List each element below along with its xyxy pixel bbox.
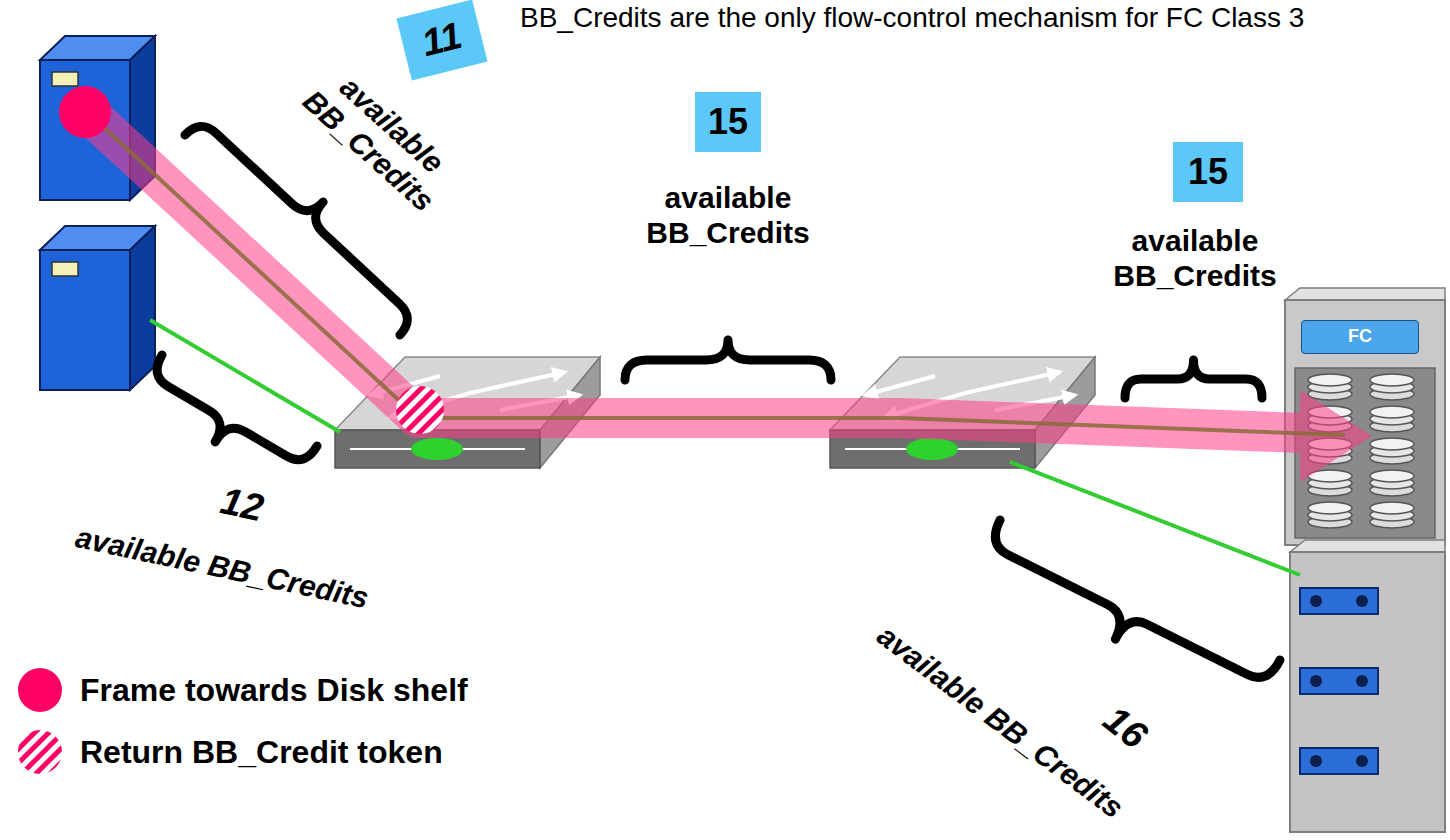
credit-count-badge: 15 bbox=[695, 92, 761, 152]
tape-top bbox=[1290, 540, 1445, 552]
curly-brace bbox=[138, 355, 317, 487]
legend-text: Return BB_Credit token bbox=[80, 734, 443, 771]
legend-token-sample bbox=[18, 730, 62, 774]
node-text: FC bbox=[1348, 327, 1372, 347]
legend-row: Return BB_Credit token bbox=[18, 730, 443, 774]
credit-count: 12 bbox=[217, 479, 267, 531]
switch-arrow bbox=[865, 376, 935, 395]
switch-fabric bbox=[906, 438, 958, 460]
curly-brace bbox=[625, 340, 831, 380]
credit-caption: available BB_Credits bbox=[286, 49, 473, 227]
tape-cartridge bbox=[1300, 588, 1378, 614]
node-text: 15 bbox=[1188, 152, 1228, 192]
switch-arrow bbox=[965, 372, 1060, 393]
disk-stack bbox=[1308, 470, 1352, 496]
fc-link bbox=[1010, 462, 1300, 575]
switch-arrow bbox=[470, 372, 565, 393]
node-text: 15 bbox=[708, 102, 748, 142]
tape-reel bbox=[1356, 675, 1368, 687]
node-text: 11 bbox=[418, 15, 466, 65]
tape-library bbox=[1290, 540, 1445, 832]
switch-fabric bbox=[411, 438, 463, 460]
slide-title: BB_Credits are the only flow-control mec… bbox=[520, 2, 1450, 34]
tape-reel bbox=[1356, 595, 1368, 607]
tape-reel bbox=[1310, 755, 1322, 767]
frame-path-core bbox=[85, 110, 1345, 435]
legend-row: Frame towards Disk shelf bbox=[18, 668, 468, 712]
credit-count: 16 bbox=[1095, 698, 1155, 758]
credit-count-badge: 15 bbox=[1173, 142, 1243, 202]
frame-path-band bbox=[85, 110, 1372, 482]
curly-brace bbox=[975, 520, 1280, 709]
legend-text: Frame towards Disk shelf bbox=[80, 672, 468, 709]
disk-stack bbox=[1370, 470, 1414, 496]
tape-reel bbox=[1310, 595, 1322, 607]
credit-token bbox=[396, 386, 444, 434]
disk-stack bbox=[1370, 374, 1414, 400]
storage-body bbox=[1285, 300, 1445, 545]
tape-reel bbox=[1356, 755, 1368, 767]
legend-sample-slot bbox=[18, 730, 62, 774]
storage-top bbox=[1285, 288, 1445, 300]
disk-stack bbox=[1370, 502, 1414, 528]
credit-caption: available BB_Credits bbox=[870, 618, 1129, 825]
credit-caption: available BB_Credits bbox=[1095, 224, 1295, 293]
frame-path bbox=[85, 110, 1302, 433]
credit-caption: available BB_Credits bbox=[72, 520, 371, 616]
server-side bbox=[130, 226, 155, 390]
server-slot bbox=[52, 72, 78, 86]
tape-body bbox=[1290, 552, 1445, 832]
credit-count-badge: 11 bbox=[396, 0, 487, 80]
fc-port-label: FC bbox=[1301, 320, 1419, 354]
curly-brace bbox=[1125, 360, 1262, 398]
disk-shelf bbox=[1285, 288, 1445, 545]
server-slot bbox=[52, 262, 78, 276]
tape-cartridge bbox=[1300, 748, 1378, 774]
disk-stack bbox=[1308, 374, 1352, 400]
storage-bay bbox=[1295, 368, 1435, 538]
disk-stack bbox=[1370, 406, 1414, 432]
server-front bbox=[40, 250, 130, 390]
disk-stack bbox=[1370, 438, 1414, 464]
tape-cartridge bbox=[1300, 668, 1378, 694]
server-icon bbox=[40, 226, 155, 390]
tape-reel bbox=[1310, 675, 1322, 687]
credit-caption: available BB_Credits bbox=[628, 181, 828, 250]
frame-dot bbox=[59, 86, 111, 138]
legend-swatch bbox=[18, 668, 62, 712]
disk-stack bbox=[1308, 502, 1352, 528]
